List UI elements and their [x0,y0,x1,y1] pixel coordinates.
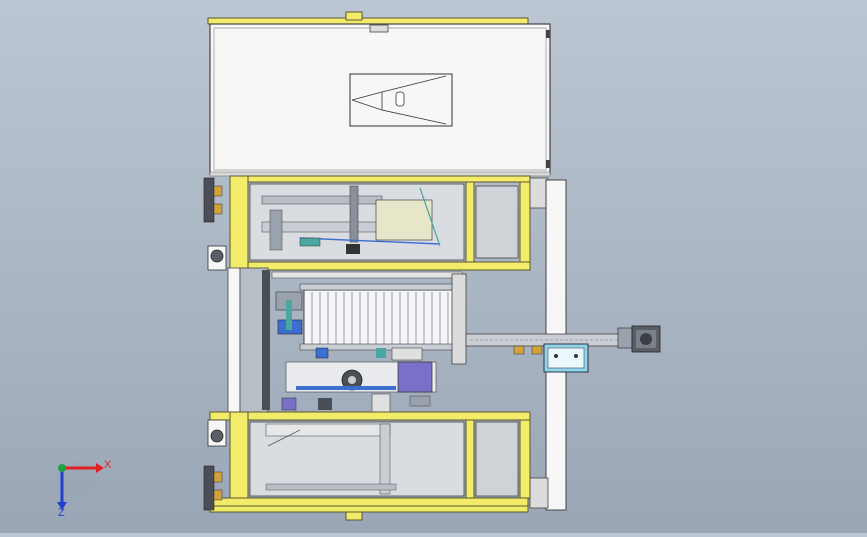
middle-section[interactable] [227,267,467,415]
mesh-panel [475,185,519,259]
axis-triad-icon[interactable] [56,462,104,510]
top-cabinet[interactable] [207,11,551,177]
mesh-panel [475,421,519,497]
servo-motor-icon [617,325,661,353]
upper-frame[interactable] [229,175,531,271]
axis-z-label: Z [58,507,65,519]
axis-x-label: X [104,459,112,471]
lower-frame[interactable] [209,411,531,521]
gantry-arm[interactable] [465,177,661,511]
caster-wheels-lower [203,419,227,511]
caster-wheels-upper [203,177,227,271]
